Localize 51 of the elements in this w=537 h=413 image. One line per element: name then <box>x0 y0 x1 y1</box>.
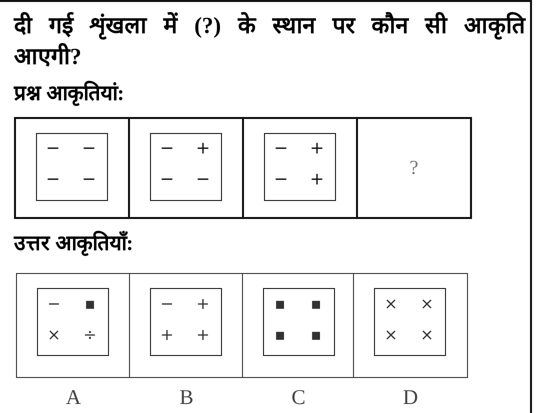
symbol-text: − <box>274 140 288 158</box>
inner-square <box>264 133 336 201</box>
symbol-text: − <box>46 172 60 188</box>
figure-frame <box>356 117 472 219</box>
option-letter: D <box>402 387 418 408</box>
symbol-text: × <box>420 296 434 312</box>
symbol-text: + <box>196 140 210 158</box>
symbol-text: ÷ <box>83 327 97 343</box>
figure-frame <box>353 273 468 378</box>
symbol-text: ▪ <box>274 296 286 312</box>
section-heading: उत्तर आकृतियाँ: <box>14 230 134 256</box>
symbol-text: − <box>160 140 174 158</box>
figure-frame <box>242 273 355 378</box>
symbol-text: − <box>46 140 60 158</box>
symbol-text: + <box>310 140 324 158</box>
option-letter: B <box>180 387 194 408</box>
symbol-text: − <box>196 172 210 188</box>
option-letter: A <box>66 387 82 408</box>
symbol-text: + <box>196 327 210 343</box>
symbol-text: ▪ <box>84 296 96 312</box>
inner-square <box>263 288 335 356</box>
symbol-text: − <box>274 172 288 188</box>
section-heading: प्रश्न आकृतियां: <box>14 80 124 106</box>
inner-square <box>150 133 222 201</box>
inner-square <box>37 288 109 356</box>
symbol-text: + <box>160 327 174 343</box>
inner-square <box>374 288 446 356</box>
symbol-text: − <box>82 140 96 158</box>
symbol-text: ▪ <box>310 327 322 343</box>
symbol-text: + <box>310 172 324 188</box>
question-text: दी गई शृंखला में (?) के स्थान पर कौन सी आकृति आएगी? <box>14 11 525 71</box>
symbol-text: ▪ <box>274 327 286 343</box>
symbol-text: − <box>160 172 174 188</box>
inner-square <box>36 133 108 201</box>
question-mark: ? <box>410 158 418 178</box>
symbol-text: × <box>384 296 398 312</box>
symbol-text: − <box>82 172 96 188</box>
symbol-text: ▪ <box>310 296 322 312</box>
figure-frame <box>242 117 358 219</box>
inner-square <box>150 288 222 356</box>
symbol-text: − <box>160 296 174 312</box>
figure-frame <box>129 273 244 378</box>
symbol-text: × <box>47 327 61 343</box>
figure-frame <box>16 273 131 378</box>
symbol-text: − <box>47 296 61 312</box>
symbol-text: × <box>420 327 434 343</box>
figure-frame <box>14 117 130 219</box>
option-letter: C <box>292 387 306 408</box>
symbol-text: × <box>384 327 398 343</box>
figure-frame <box>128 117 244 219</box>
symbol-text: + <box>196 296 210 312</box>
